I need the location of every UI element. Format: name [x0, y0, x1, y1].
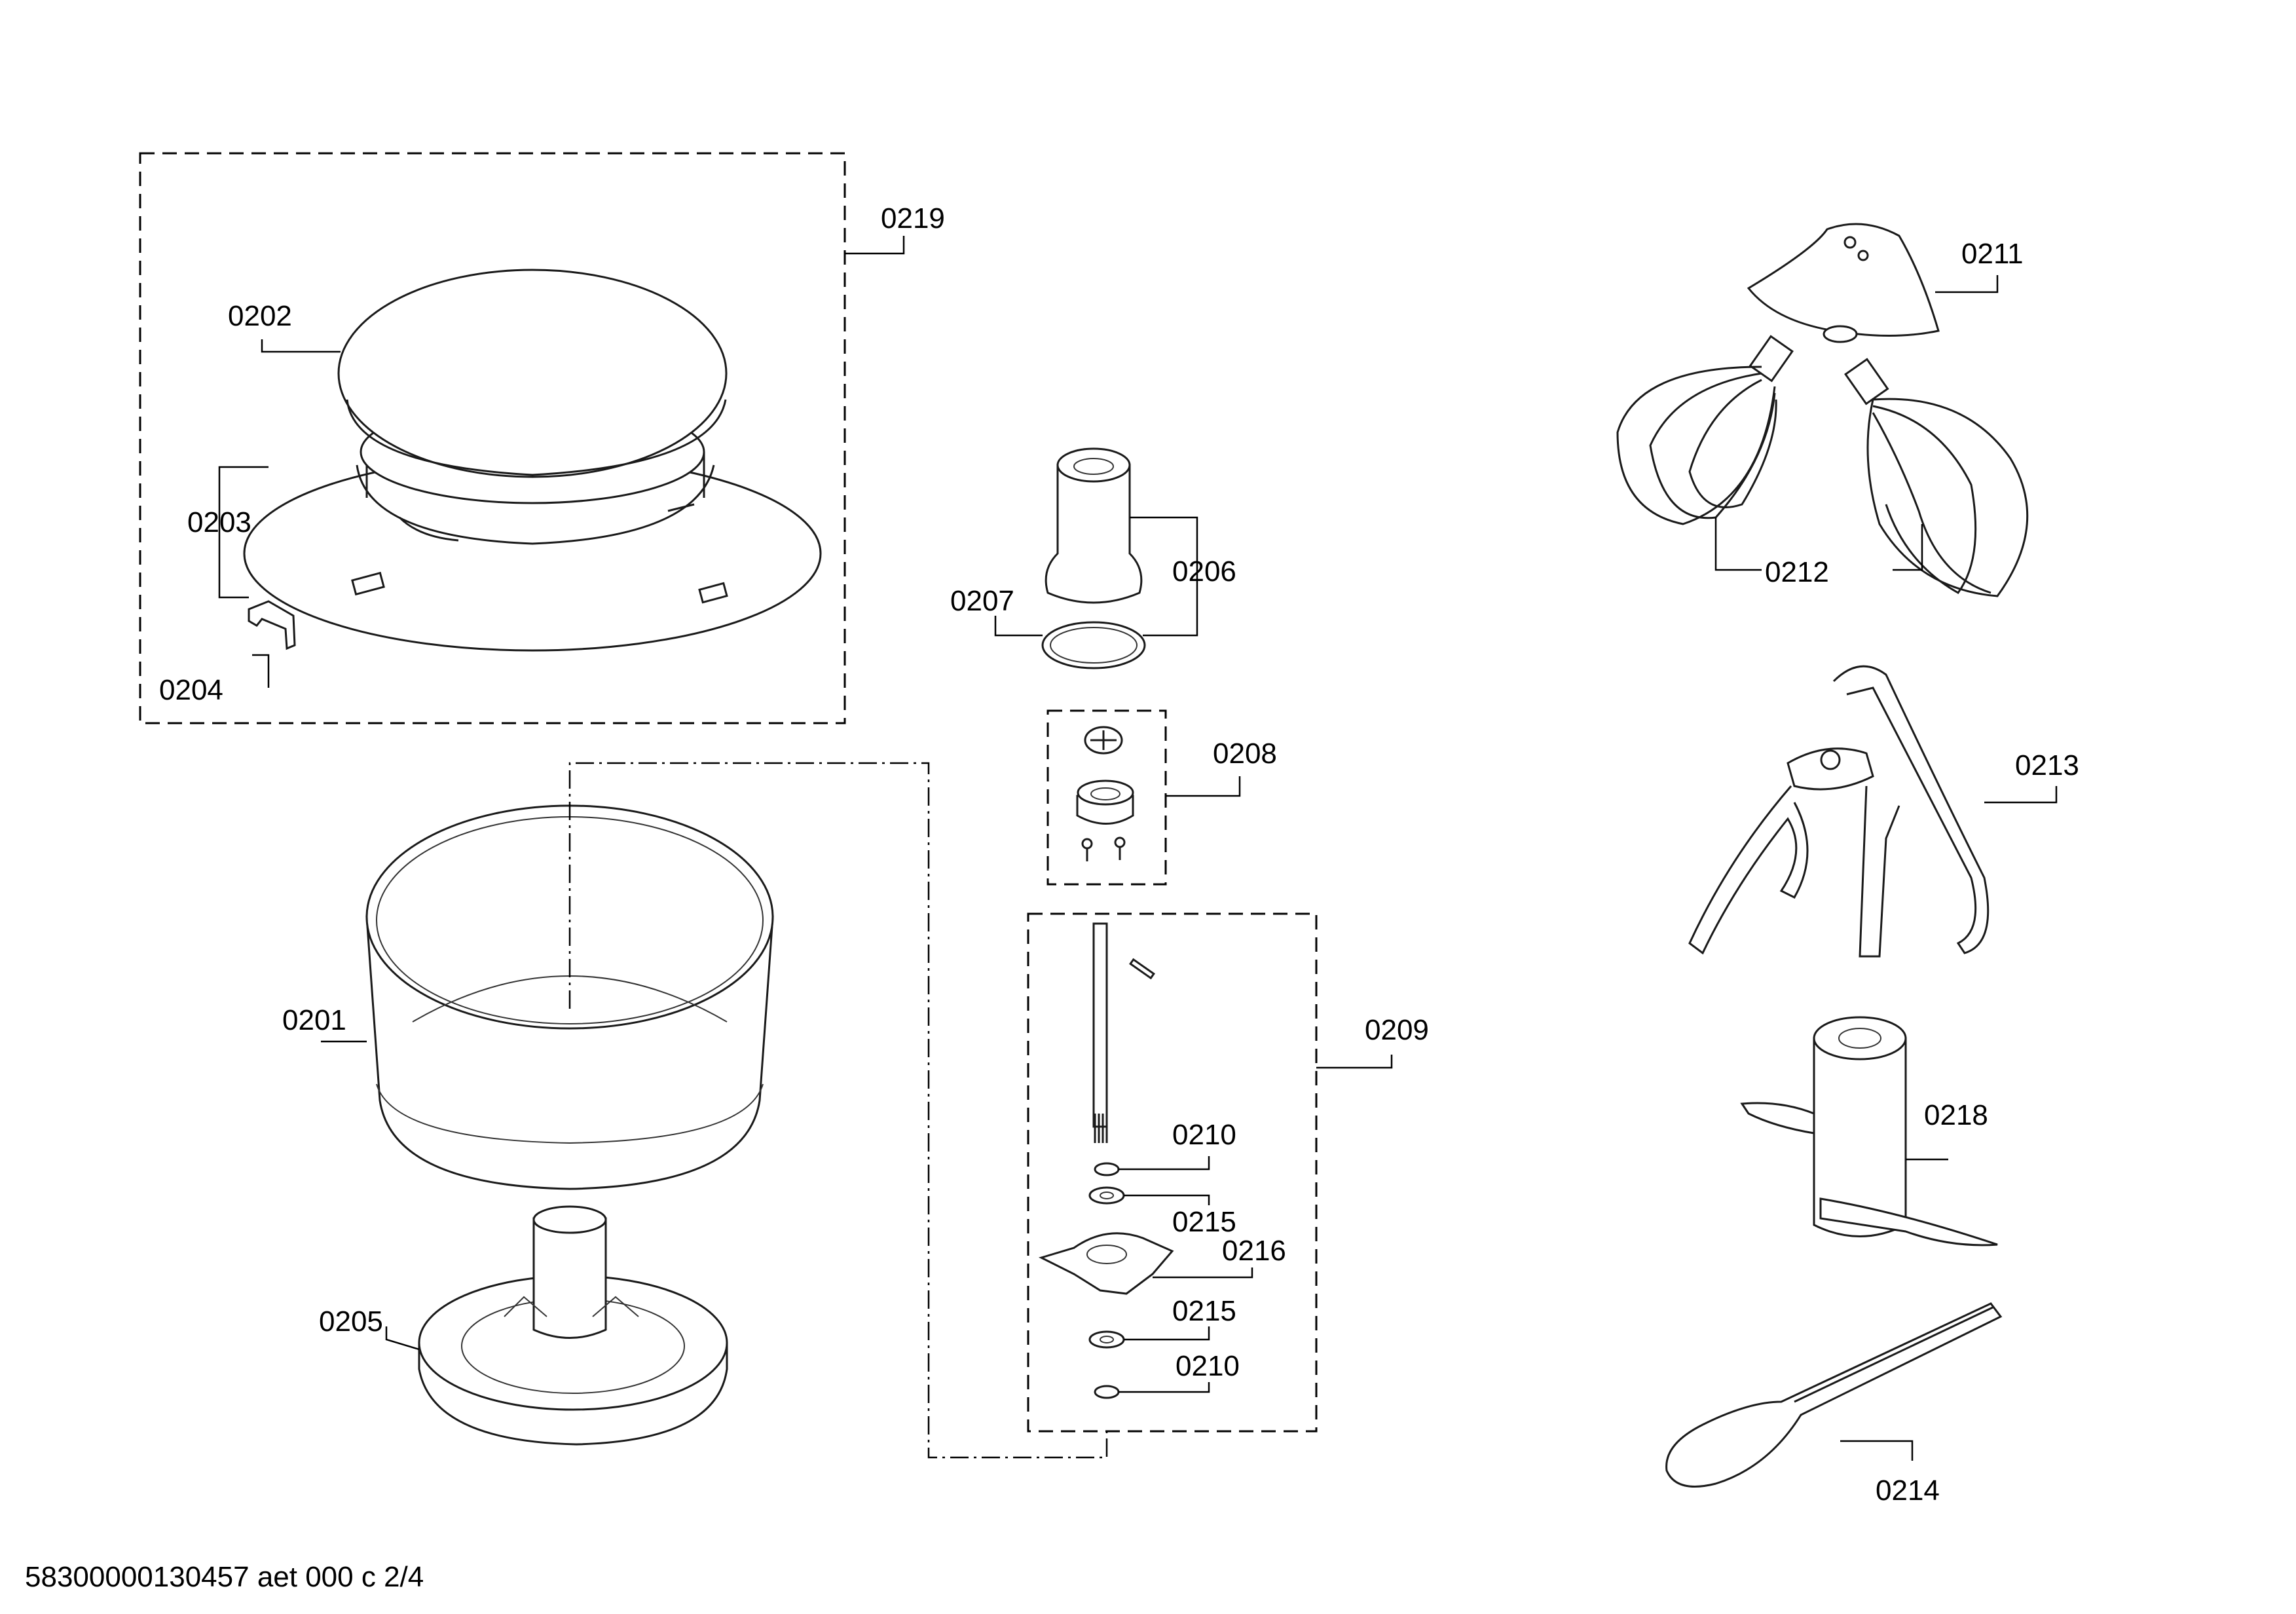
callout-0207: 0207	[950, 585, 1014, 617]
callout-0208: 0208	[1213, 738, 1277, 770]
callout-0210-bottom: 0210	[1176, 1350, 1240, 1382]
callout-0211: 0211	[1961, 238, 2024, 270]
callout-0202: 0202	[228, 300, 292, 332]
callout-0203: 0203	[187, 506, 251, 538]
callout-0205: 0205	[319, 1305, 383, 1338]
whisk-cap-0211	[1747, 223, 1940, 343]
document-id-footer: 58300000130457 aet 000 c 2/4	[25, 1561, 424, 1593]
callout-0204: 0204	[159, 674, 223, 706]
kneading-hook-0213	[1688, 665, 1990, 958]
clip-part-0204	[248, 600, 296, 650]
shaft-assembly-0209	[1038, 922, 1174, 1399]
blade-attachment-0218	[1740, 1016, 1998, 1247]
callout-0201: 0201	[282, 1004, 346, 1036]
callout-0212: 0212	[1765, 556, 1829, 588]
callout-0218: 0218	[1924, 1099, 1988, 1131]
callout-0210-top: 0210	[1172, 1119, 1236, 1151]
lid-assembly	[243, 269, 822, 652]
leader-lines	[218, 236, 2058, 1461]
spatula-0214	[1665, 1302, 2003, 1488]
group-box-0209	[1027, 912, 1318, 1433]
assembly-axis-line	[568, 762, 1108, 1459]
callout-0215-bottom: 0215	[1172, 1295, 1236, 1327]
callout-0214: 0214	[1876, 1474, 1940, 1507]
callout-0219: 0219	[881, 202, 945, 235]
callout-0215-top: 0215	[1172, 1206, 1236, 1238]
callout-labels: 0219 0202 0203 0204 0201 0205 0206 0207 …	[159, 202, 2079, 1507]
base-0205	[418, 1205, 728, 1446]
group-box-0219	[139, 152, 846, 724]
seal-ring-0207	[1041, 621, 1146, 669]
callout-0213: 0213	[2015, 749, 2079, 781]
group-box-0208	[1046, 709, 1167, 886]
bowl-0201	[365, 804, 774, 1190]
callout-0206: 0206	[1172, 555, 1236, 588]
callout-0216: 0216	[1222, 1235, 1286, 1267]
callout-0209: 0209	[1365, 1014, 1429, 1046]
whisk-pair-0212	[1616, 335, 2029, 597]
drive-sleeve-0206	[1045, 447, 1143, 604]
coupling-parts-0208	[1076, 726, 1134, 861]
